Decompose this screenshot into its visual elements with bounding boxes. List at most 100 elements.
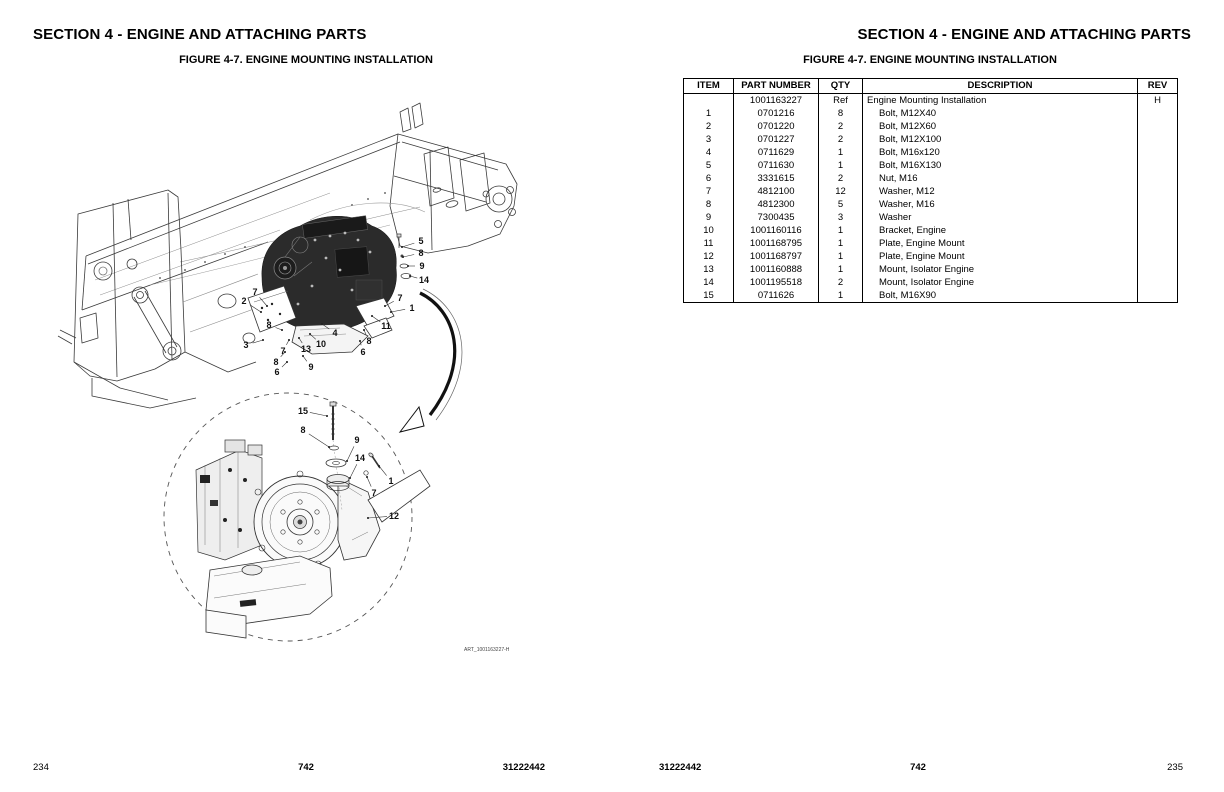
callout-target-dot bbox=[384, 305, 386, 307]
cell-qty: 1 bbox=[818, 289, 863, 303]
cell-item: 3 bbox=[683, 133, 734, 146]
left-page: SECTION 4 - ENGINE AND ATTACHING PARTS F… bbox=[33, 26, 545, 773]
cell-qty: 1 bbox=[818, 263, 863, 276]
callout-label: 10 bbox=[316, 339, 326, 349]
callout-leader-line bbox=[321, 323, 330, 330]
col-header-part-number: PART NUMBER bbox=[733, 78, 819, 94]
callout-target-dot bbox=[302, 355, 304, 357]
callout-target-dot bbox=[328, 446, 330, 448]
callout-target-dot bbox=[266, 305, 268, 307]
callout-leader-line bbox=[366, 476, 372, 487]
col-header-rev: REV bbox=[1137, 78, 1178, 94]
callout-label: 9 bbox=[308, 362, 313, 372]
cell-description: Washer, M16 bbox=[862, 198, 1138, 211]
art-reference-label: ART_1001163227-H bbox=[464, 647, 510, 653]
cell-item: 12 bbox=[683, 250, 734, 263]
cell-qty: 1 bbox=[818, 250, 863, 263]
cell-description: Washer, M12 bbox=[862, 185, 1138, 198]
cell-rev bbox=[1137, 250, 1178, 263]
cell-item: 14 bbox=[683, 276, 734, 289]
cell-part-number: 1001195518 bbox=[733, 276, 819, 289]
callout-label: 7 bbox=[280, 346, 285, 356]
right-footer-doc-number: 742 bbox=[910, 762, 926, 773]
cell-part-number: 1001168797 bbox=[733, 250, 819, 263]
callout-leader-line bbox=[252, 339, 264, 344]
callout-target-dot bbox=[359, 340, 361, 342]
cell-qty: 12 bbox=[818, 185, 863, 198]
callout-label: 8 bbox=[300, 425, 305, 435]
cell-item: 4 bbox=[683, 146, 734, 159]
cell-rev bbox=[1137, 120, 1178, 133]
cell-rev: H bbox=[1137, 93, 1178, 107]
callout-target-dot bbox=[346, 460, 348, 462]
callout-target-dot bbox=[349, 477, 351, 479]
rotation-arrow bbox=[398, 288, 463, 433]
cell-part-number: 4812100 bbox=[733, 185, 819, 198]
cell-qty: 5 bbox=[818, 198, 863, 211]
callout-label: 7 bbox=[371, 488, 376, 498]
cell-part-number: 1001160116 bbox=[733, 224, 819, 237]
callout-target-dot bbox=[407, 265, 409, 267]
cell-description: Bolt, M16X90 bbox=[862, 289, 1138, 303]
left-page-number: 234 bbox=[33, 762, 49, 773]
cell-item: 1 bbox=[683, 107, 734, 120]
engine-illustration bbox=[247, 215, 412, 355]
right-section-title: SECTION 4 - ENGINE AND ATTACHING PARTS bbox=[857, 26, 1191, 43]
callout-label: 9 bbox=[419, 261, 424, 271]
col-header-description: DESCRIPTION bbox=[862, 78, 1138, 94]
callout-label: 6 bbox=[360, 347, 365, 357]
cell-rev bbox=[1137, 172, 1178, 185]
callout-label: 14 bbox=[419, 275, 429, 285]
cell-qty: 8 bbox=[818, 107, 863, 120]
callout-target-dot bbox=[409, 275, 411, 277]
rivet-dots bbox=[159, 192, 386, 279]
cell-rev bbox=[1137, 289, 1178, 303]
parts-table: ITEM PART NUMBER QTY DESCRIPTION REV 100… bbox=[683, 78, 1178, 303]
callout-label: 5 bbox=[418, 236, 423, 246]
detail-circle bbox=[163, 392, 431, 642]
cell-item: 9 bbox=[683, 211, 734, 224]
cell-description: Mount, Isolator Engine bbox=[862, 263, 1138, 276]
callout-target-dot bbox=[401, 246, 403, 248]
cell-qty: 2 bbox=[818, 133, 863, 146]
cell-rev bbox=[1137, 263, 1178, 276]
callout-target-dot bbox=[286, 361, 288, 363]
cell-description: Plate, Engine Mount bbox=[862, 237, 1138, 250]
cell-qty: 1 bbox=[818, 159, 863, 172]
cell-part-number: 4812300 bbox=[733, 198, 819, 211]
left-footer-manual-number: 31222442 bbox=[502, 762, 545, 773]
left-footer-doc-number: 742 bbox=[298, 762, 314, 773]
callout-leader-line bbox=[402, 254, 415, 258]
callout-label: 13 bbox=[301, 344, 311, 354]
right-page: SECTION 4 - ENGINE AND ATTACHING PARTS F… bbox=[612, 0, 1224, 792]
left-section-title: SECTION 4 - ENGINE AND ATTACHING PARTS bbox=[33, 26, 367, 43]
cell-description: Bolt, M16x120 bbox=[862, 146, 1138, 159]
cell-description: Bolt, M12X60 bbox=[862, 120, 1138, 133]
callout-label: 9 bbox=[354, 435, 359, 445]
callout-label: 15 bbox=[298, 406, 308, 416]
callout-leader-line bbox=[346, 446, 355, 462]
callout-target-dot bbox=[262, 339, 264, 341]
callout-target-dot bbox=[284, 351, 286, 353]
callout-leader-line bbox=[384, 301, 394, 307]
cell-item: 11 bbox=[683, 237, 734, 250]
cell-qty: 2 bbox=[818, 276, 863, 289]
cell-qty: 2 bbox=[818, 172, 863, 185]
callout-label: 4 bbox=[332, 328, 337, 338]
cell-rev bbox=[1137, 146, 1178, 159]
cell-item: 6 bbox=[683, 172, 734, 185]
callout-label: 1 bbox=[409, 303, 414, 313]
callout-leader-line bbox=[367, 516, 388, 519]
